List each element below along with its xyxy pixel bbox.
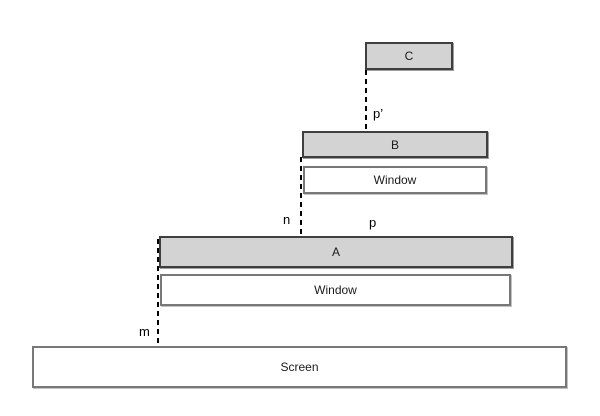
window-upper-label: Window (373, 173, 417, 187)
box-a-label: A (331, 245, 340, 259)
window-upper-box: Window (303, 166, 487, 194)
screen-label: Screen (280, 360, 319, 374)
screen-box: Screen (32, 346, 567, 388)
dashed-line-n (300, 157, 302, 237)
box-c: C (365, 42, 453, 70)
box-b: B (302, 131, 488, 158)
dashed-line-p-prime (365, 70, 367, 131)
box-a: A (159, 236, 513, 268)
box-c-label: C (404, 49, 414, 63)
window-lower-label: Window (314, 283, 357, 297)
point-label-p: p (369, 215, 377, 230)
point-label-n: n (283, 212, 291, 227)
box-b-label: B (390, 137, 399, 152)
point-label-p-prime: p’ (373, 106, 384, 121)
window-lower-box: Window (160, 274, 511, 306)
dashed-line-m (157, 239, 159, 346)
point-label-m: m (139, 324, 150, 339)
